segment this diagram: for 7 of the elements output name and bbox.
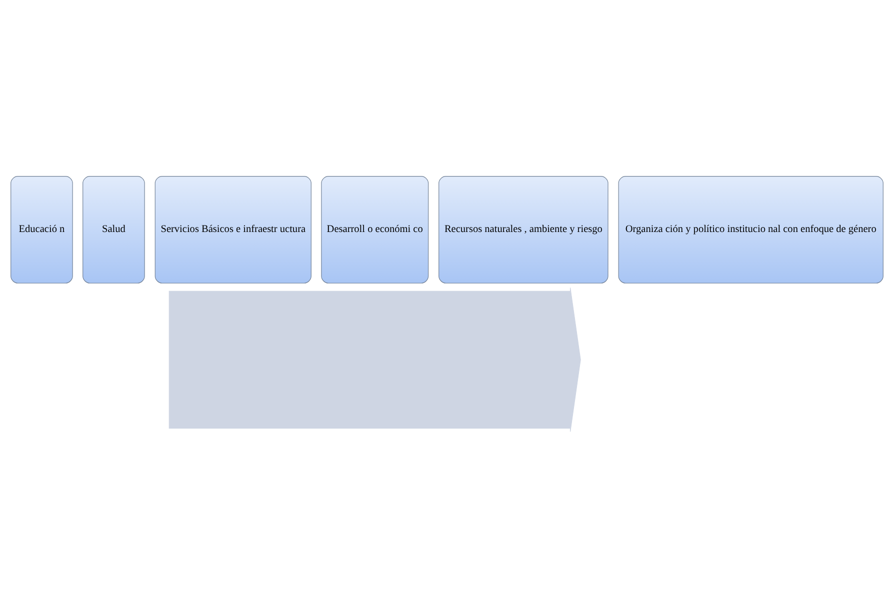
- node-box: Desarroll o económi co: [321, 176, 429, 283]
- node-box: Servicios Básicos e infraestr uctura: [154, 176, 312, 283]
- node-arrow: [168, 286, 581, 432]
- node-box: Recursos naturales , ambiente y riesgo: [438, 176, 608, 283]
- node-box: Organiza ción y político institucio nal con enfoque de género: [618, 176, 884, 283]
- node-box: Salud: [82, 176, 145, 283]
- node-box: Educació n: [10, 176, 73, 283]
